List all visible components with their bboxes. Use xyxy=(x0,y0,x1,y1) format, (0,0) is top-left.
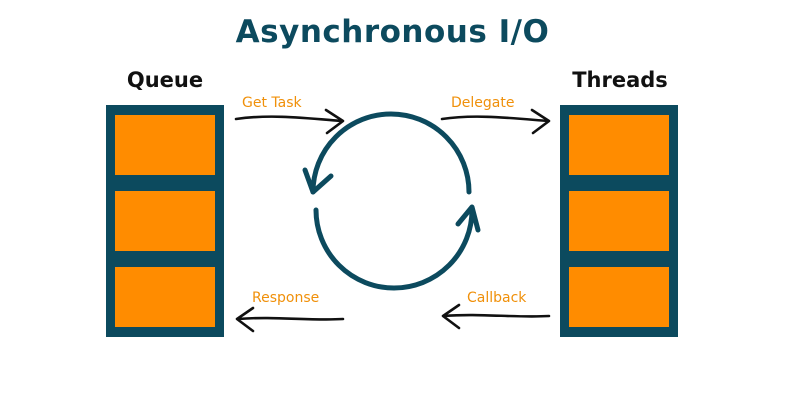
threads-heading: Threads xyxy=(572,68,668,92)
get-task-arrow xyxy=(234,108,345,135)
queue-slot xyxy=(115,267,215,327)
callback-label: Callback xyxy=(467,290,527,306)
response-label: Response xyxy=(252,290,320,306)
circular-arrows-icon xyxy=(302,111,481,291)
response-arrow xyxy=(235,306,345,333)
delegate-label: Delegate xyxy=(451,95,515,111)
queue-slot xyxy=(115,191,215,251)
queue-slot xyxy=(115,115,215,175)
queue-stack xyxy=(106,105,224,337)
thread-slot xyxy=(569,267,669,327)
queue-heading: Queue xyxy=(126,68,204,92)
get-task-label: Get Task xyxy=(242,95,302,111)
delegate-arrow xyxy=(440,108,551,135)
threads-stack xyxy=(560,105,678,337)
thread-slot xyxy=(569,191,669,251)
thread-slot xyxy=(569,115,669,175)
callback-arrow xyxy=(441,303,551,330)
diagram-title: Asynchronous I/O xyxy=(235,14,550,50)
